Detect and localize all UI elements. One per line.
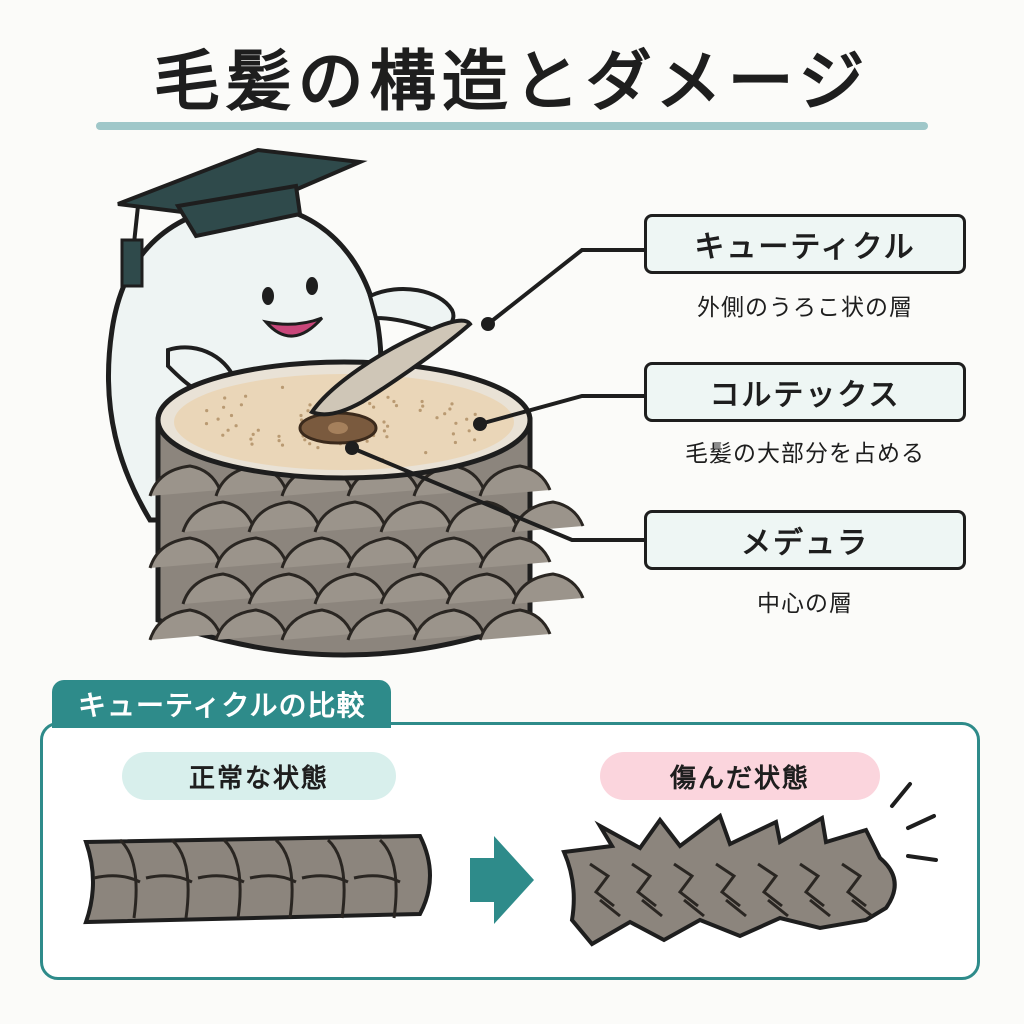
leader-line-cortex <box>479 394 644 426</box>
leader-line-cuticle <box>486 248 644 326</box>
label-cortex-desc: 毛髪の大部分を占める <box>685 441 925 467</box>
ghost-mouth <box>261 316 324 338</box>
cuticle-scales <box>148 464 585 641</box>
leader-line-medulla <box>351 446 644 542</box>
label-cuticle-desc: 外側のうろこ状の層 <box>697 295 913 321</box>
label-cortex: コルテックス <box>644 362 966 422</box>
normal-state-label: 正常な状態 <box>122 752 396 800</box>
hair-structure-illustration <box>105 147 644 658</box>
label-medulla-desc: 中心の層 <box>757 591 853 617</box>
title-underline <box>96 122 928 130</box>
label-medulla: メデュラ <box>644 510 966 570</box>
ghost-eye-right <box>306 277 318 295</box>
graduation-cap-icon <box>117 147 368 288</box>
hair-cross-section <box>148 318 585 658</box>
page-title: 毛髪の構造とダメージ <box>153 43 871 120</box>
peeled-cuticle-flake <box>308 318 473 417</box>
damaged-state-label: 傷んだ状態 <box>600 752 880 800</box>
label-cuticle: キューティクル <box>644 214 966 274</box>
ghost-eye-left <box>262 287 274 305</box>
comparison-title: キューティクルの比較 <box>52 680 392 728</box>
